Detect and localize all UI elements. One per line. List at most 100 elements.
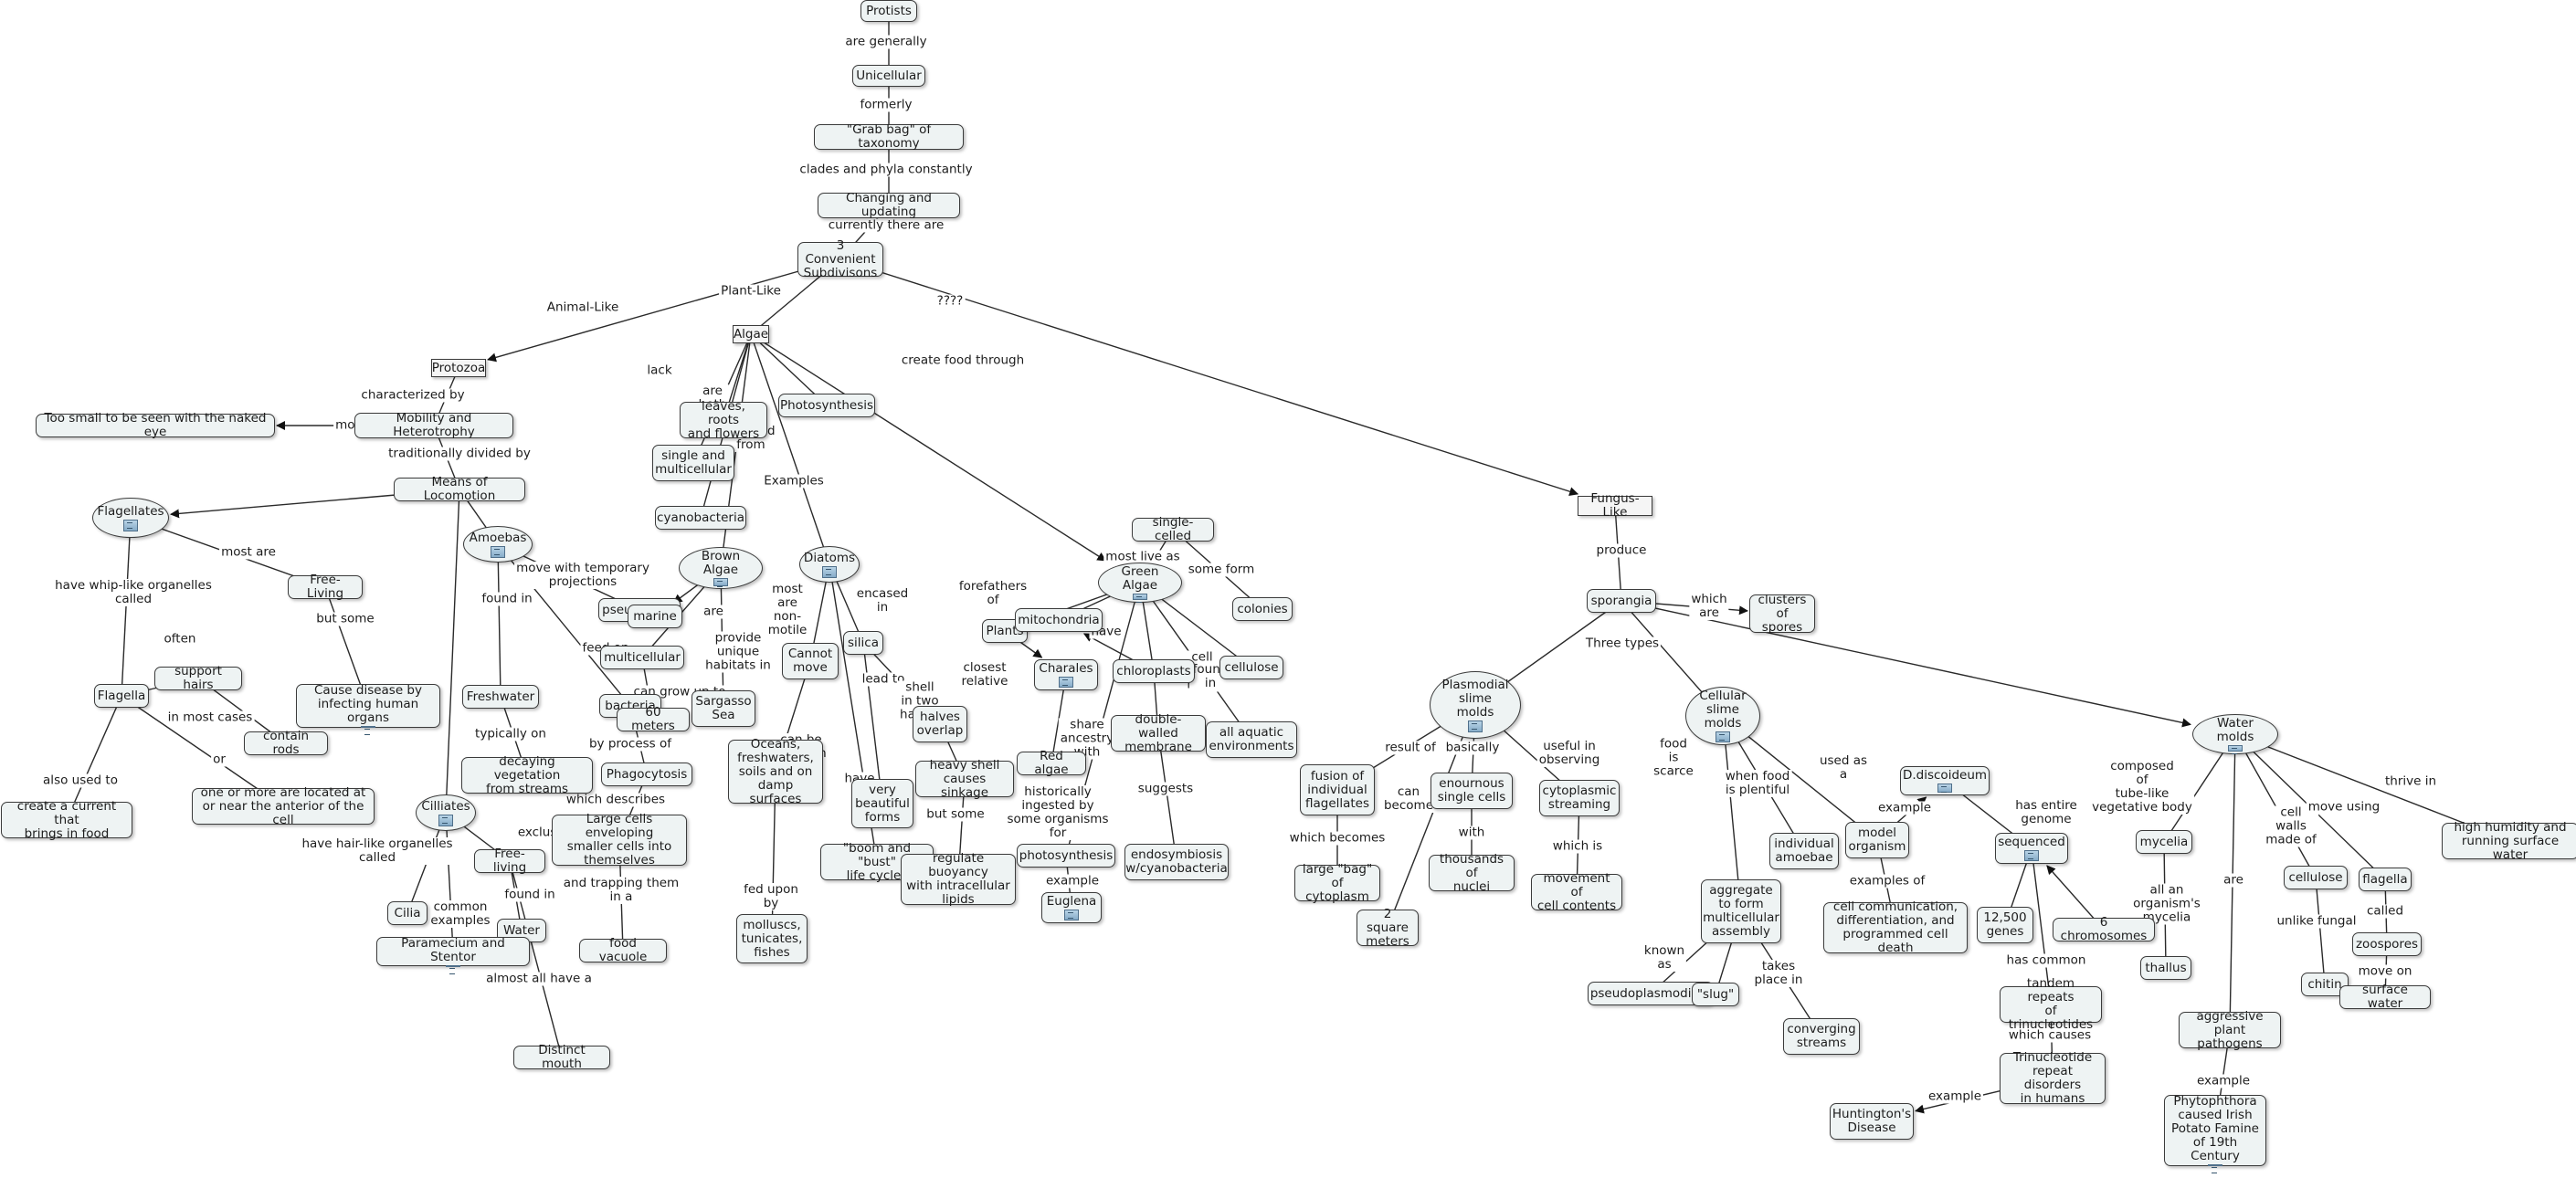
concept-cellularslime[interactable]: Cellular slime molds bbox=[1685, 687, 1760, 745]
concept-ddiscoideum[interactable]: D.discoideum bbox=[1900, 766, 1990, 795]
concept-slug[interactable]: "slug" bbox=[1692, 983, 1739, 1006]
resource-icon[interactable] bbox=[438, 814, 453, 826]
concept-halves[interactable]: halves overlap bbox=[913, 706, 967, 742]
concept-euglena[interactable]: Euglena bbox=[1041, 892, 1102, 923]
concept-colonies[interactable]: colonies bbox=[1232, 597, 1293, 621]
concept-fusion[interactable]: fusion of individual flagellates bbox=[1300, 764, 1375, 815]
resource-icon[interactable] bbox=[446, 964, 460, 974]
concept-enormous[interactable]: enournous single cells bbox=[1431, 773, 1513, 809]
resource-icon[interactable] bbox=[2228, 745, 2243, 754]
concept-aggressive[interactable]: aggressive plant pathogens bbox=[2179, 1009, 2281, 1050]
concept-beautiful[interactable]: very beautiful forms bbox=[851, 779, 913, 828]
resource-icon[interactable] bbox=[1937, 784, 1952, 793]
concept-thousands[interactable]: thousands of nuclei bbox=[1429, 852, 1515, 893]
concept-largecells[interactable]: Large cells enveloping smaller cells int… bbox=[552, 813, 687, 868]
concept-mitochondria[interactable]: mitochondria bbox=[1015, 608, 1103, 632]
concept-grabbag[interactable]: "Grab bag" of taxonomy bbox=[814, 123, 964, 151]
concept-clusters[interactable]: clusters of spores bbox=[1749, 593, 1815, 634]
concept-flagellates[interactable]: Flagellates bbox=[92, 498, 169, 538]
concept-algae[interactable]: Algae bbox=[733, 325, 769, 343]
concept-diatoms[interactable]: Diatoms bbox=[799, 546, 860, 583]
concept-thallus[interactable]: thallus bbox=[2140, 956, 2191, 980]
resource-icon[interactable] bbox=[1468, 720, 1483, 732]
concept-zoospores[interactable]: zoospores bbox=[2352, 932, 2422, 956]
concept-supporthairs[interactable]: support hairs bbox=[154, 665, 242, 692]
concept-movement[interactable]: movement of cell contents bbox=[1531, 871, 1622, 912]
concept-cyanobacteria[interactable]: cyanobacteria bbox=[655, 506, 746, 530]
concept-paramecium[interactable]: Paramecium and Stentor bbox=[376, 936, 530, 974]
concept-huntington[interactable]: Huntington's Disease bbox=[1830, 1103, 1914, 1140]
concept-toosmall[interactable]: Too small to be seen with the naked eye bbox=[36, 412, 275, 439]
concept-cellulose1[interactable]: cellulose bbox=[1219, 656, 1283, 679]
concept-anterior[interactable]: one or more are located at or near the a… bbox=[192, 785, 375, 826]
concept-chloroplasts[interactable]: chloroplasts bbox=[1113, 659, 1195, 683]
concept-cellcomm[interactable]: cell communication, differentiation, and… bbox=[1823, 900, 1968, 955]
concept-modelorg[interactable]: model organism bbox=[1845, 822, 1909, 858]
concept-tandem[interactable]: tandem repeats of trinucleotides bbox=[2000, 977, 2102, 1032]
concept-sequenced[interactable]: sequenced bbox=[1995, 833, 2068, 864]
resource-icon[interactable] bbox=[1133, 594, 1147, 603]
concept-sargasso[interactable]: Sargasso Sea bbox=[692, 690, 755, 727]
concept-sixtymeters[interactable]: 60 meters bbox=[617, 706, 690, 733]
concept-photosynthesis1[interactable]: Photosynthesis bbox=[778, 394, 875, 417]
concept-foodvacuole[interactable]: food vacuole bbox=[579, 937, 667, 964]
concept-sporangia[interactable]: sporangia bbox=[1587, 589, 1656, 613]
concept-molluscs[interactable]: molluscs, tunicates, fishes bbox=[736, 914, 808, 963]
concept-humidity[interactable]: high humidity and running surface water bbox=[2442, 820, 2576, 861]
concept-genes[interactable]: 12,500 genes bbox=[1977, 907, 2033, 943]
concept-regulate[interactable]: regulate buoyancy with intracellular lip… bbox=[901, 852, 1016, 907]
concept-converging[interactable]: converging streams bbox=[1783, 1018, 1860, 1055]
resource-icon[interactable] bbox=[491, 545, 505, 558]
concept-mycelia[interactable]: mycelia bbox=[2136, 830, 2192, 854]
concept-photosynthesis2[interactable]: photosynthesis bbox=[1017, 844, 1115, 868]
resource-icon[interactable] bbox=[2208, 1164, 2222, 1173]
resource-icon[interactable] bbox=[1716, 731, 1730, 742]
concept-leaves[interactable]: leaves, roots and flowers bbox=[680, 399, 767, 440]
concept-mobility[interactable]: Mobility and Heterotrophy bbox=[354, 412, 513, 439]
concept-endosymbiosis[interactable]: endosymbiosis w/cyanobacteria bbox=[1124, 844, 1229, 880]
concept-freshwater[interactable]: Freshwater bbox=[462, 685, 539, 709]
concept-phagocytosis[interactable]: Phagocytosis bbox=[601, 763, 692, 786]
concept-largebag[interactable]: large "bag" of cytoplasm bbox=[1294, 862, 1380, 903]
concept-causedisease[interactable]: Cause disease by infecting human organs bbox=[296, 684, 440, 735]
concept-unicellular[interactable]: Unicellular bbox=[852, 65, 925, 87]
resource-icon[interactable] bbox=[1059, 677, 1073, 688]
concept-cannotmove[interactable]: Cannot move bbox=[782, 643, 839, 679]
concept-amoebas[interactable]: Amoebas bbox=[463, 526, 533, 563]
concept-surfacewater[interactable]: surface water bbox=[2339, 983, 2431, 1011]
concept-twometers[interactable]: 2 square meters bbox=[1357, 907, 1419, 948]
concept-plasmodial[interactable]: Plasmodial slime molds bbox=[1430, 671, 1521, 739]
resource-icon[interactable] bbox=[2024, 850, 2039, 861]
resource-icon[interactable] bbox=[822, 565, 837, 578]
concept-funguslike[interactable]: Fungus-Like bbox=[1578, 492, 1652, 520]
concept-silica[interactable]: silica bbox=[843, 631, 883, 655]
resource-icon[interactable] bbox=[1064, 910, 1079, 920]
concept-pseudoplasmodium[interactable]: pseudoplasmodium bbox=[1588, 982, 1714, 1005]
concept-watermolds[interactable]: Water molds bbox=[2192, 714, 2278, 754]
concept-flagella[interactable]: Flagella bbox=[94, 684, 149, 708]
concept-individual[interactable]: individual amoebae bbox=[1769, 833, 1839, 869]
concept-decaying[interactable]: decaying vegetation from streams bbox=[461, 754, 593, 795]
concept-protists[interactable]: Protists bbox=[860, 0, 917, 22]
concept-trinuc[interactable]: Trinucleotide repeat disorders in humans bbox=[2000, 1051, 2106, 1106]
concept-distinctmouth[interactable]: Distinct mouth bbox=[513, 1044, 610, 1071]
concept-chitin[interactable]: chitin bbox=[2301, 973, 2349, 996]
concept-singlecelled[interactable]: single-celled bbox=[1132, 516, 1214, 543]
concept-phytophthora[interactable]: Phytophthora caused Irish Potato Famine … bbox=[2164, 1095, 2266, 1173]
resource-icon[interactable] bbox=[713, 578, 728, 587]
concept-protozoa[interactable]: Protozoa bbox=[431, 359, 486, 377]
concept-changing[interactable]: Changing and updating bbox=[818, 192, 960, 219]
concept-ciliates[interactable]: Cilliates bbox=[416, 794, 476, 831]
concept-aquatic[interactable]: all aquatic environments bbox=[1206, 721, 1297, 758]
concept-charales[interactable]: Charales bbox=[1034, 659, 1098, 690]
concept-freeliving2[interactable]: Free-living bbox=[474, 847, 545, 875]
concept-freeliving1[interactable]: Free-Living bbox=[288, 573, 363, 601]
concept-oceans[interactable]: Oceans, freshwaters, soils and on damp s… bbox=[728, 737, 823, 805]
concept-marine[interactable]: marine bbox=[628, 605, 682, 628]
concept-brownalgae[interactable]: Brown Algae bbox=[679, 547, 763, 589]
resource-icon[interactable] bbox=[361, 726, 375, 735]
concept-aggregate[interactable]: aggregate to form multicellular assembly bbox=[1701, 879, 1781, 943]
concept-cytoplasmic[interactable]: cytoplasmic streaming bbox=[1539, 780, 1620, 816]
concept-greenalgae[interactable]: Green Algae bbox=[1098, 563, 1182, 603]
concept-createcurrent[interactable]: create a current that brings in food bbox=[1, 799, 132, 840]
